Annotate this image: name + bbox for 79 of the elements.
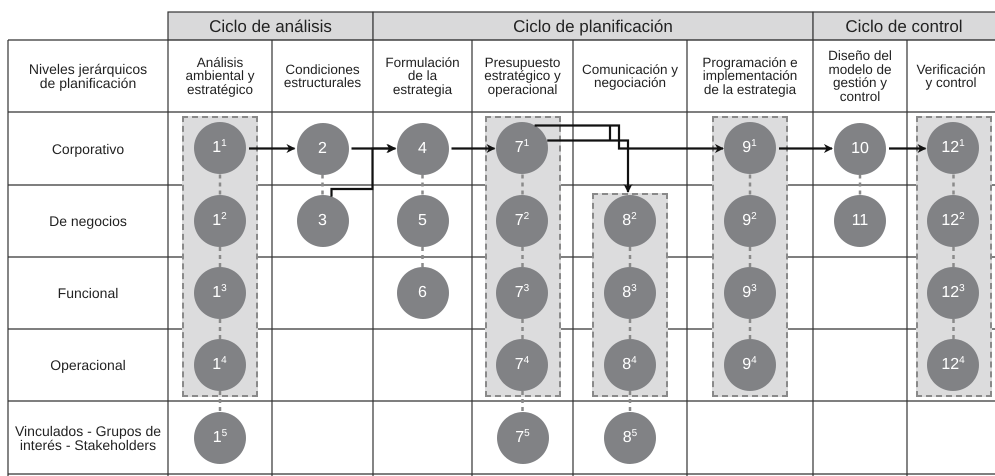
step-circle: 3 (296, 195, 348, 247)
arrow (249, 144, 296, 153)
step-circle: 11 (834, 195, 886, 247)
step-circle: 7$^{5}$ (496, 412, 548, 464)
step-circle: 1$^{5}$ (194, 412, 246, 464)
connector-line (628, 319, 632, 339)
connector-line (952, 174, 955, 195)
arrow (330, 144, 396, 197)
connector-line (421, 247, 424, 267)
group-area (712, 116, 788, 397)
connector-line (952, 319, 955, 339)
arrow (452, 144, 496, 153)
step-circle: 1$^{2}$ (194, 194, 246, 246)
step-circle: 8$^{3}$ (604, 266, 656, 318)
row-heading: Operacional (50, 358, 126, 372)
step-circle: 9$^{4}$ (724, 338, 776, 390)
step-circle: 12$^{1}$ (927, 122, 979, 174)
connector-line (421, 174, 424, 195)
connector-line (748, 319, 752, 339)
row-heading: Corporativo (52, 142, 124, 156)
connector-line (321, 174, 324, 195)
column-heading: Presupuesto estratégico y operacional (483, 56, 562, 96)
step-circle: 8$^{2}$ (604, 194, 656, 246)
step-circle: 12$^{4}$ (927, 338, 979, 390)
column-heading: Verificación y control (915, 62, 987, 90)
step-circle: 9$^{3}$ (724, 266, 776, 318)
column-heading: Niveles jerárquicos de planificación (28, 62, 148, 90)
column-heading: Comunicación y negociación (580, 62, 680, 90)
step-circle: 8$^{5}$ (604, 412, 656, 464)
connector-line (858, 174, 862, 195)
step-circle: 9$^{2}$ (724, 194, 776, 246)
connector-line (521, 174, 524, 195)
step-circle: 7$^{1}$ (496, 122, 548, 174)
connector-line (952, 247, 955, 267)
connector-line (748, 174, 752, 195)
connector-line (748, 247, 752, 267)
connector-line (521, 391, 524, 412)
group-area (592, 193, 668, 397)
cycle-heading: Ciclo de control (845, 18, 963, 34)
step-circle: 1$^{1}$ (194, 122, 246, 174)
step-circle: 1$^{3}$ (194, 266, 246, 318)
step-circle: 7$^{2}$ (496, 194, 548, 246)
row-heading: De negocios (49, 214, 127, 228)
connector-line (628, 247, 632, 267)
column-heading: Programación e implementación de la estrategia (701, 56, 799, 96)
arrow (889, 144, 926, 153)
arrow (546, 124, 632, 194)
step-circle: 12$^{3}$ (927, 266, 979, 318)
connector-line (218, 391, 222, 412)
connector-line (218, 247, 222, 267)
group-area (916, 116, 992, 397)
step-circle: 8$^{4}$ (604, 338, 656, 390)
row-heading: Vinculados - Grupos de interés - Stakeholders (14, 424, 162, 452)
cycle-heading: Ciclo de análisis (209, 18, 332, 34)
row-heading: Funcional (58, 286, 118, 300)
step-circle: 12$^{2}$ (927, 194, 979, 246)
group-area (182, 116, 258, 397)
step-circle: 6 (396, 267, 448, 319)
column-heading: Condiciones estructurales (282, 62, 362, 90)
connector-line (628, 391, 632, 412)
step-circle: 10 (834, 122, 886, 174)
group-area (484, 116, 560, 397)
step-circle: 9$^{1}$ (724, 122, 776, 174)
step-circle: 2 (296, 122, 348, 174)
column-heading: Análisis ambiental y estratégico (184, 56, 256, 96)
connector-line (218, 174, 222, 195)
step-circle: 1$^{4}$ (194, 338, 246, 390)
cycle-heading: Ciclo de planificación (513, 18, 673, 34)
arrow (779, 144, 833, 153)
connector-line (521, 247, 524, 267)
step-circle: 7$^{3}$ (496, 266, 548, 318)
column-heading: Formulación de la estrategia (384, 56, 461, 96)
step-circle: 4 (396, 122, 448, 174)
column-heading: Diseño del modelo de gestión y control (827, 49, 893, 103)
connector-line (218, 319, 222, 339)
connector-line (521, 319, 524, 339)
step-circle: 5 (396, 195, 448, 247)
arrow (534, 124, 724, 153)
step-circle: 7$^{4}$ (496, 338, 548, 390)
